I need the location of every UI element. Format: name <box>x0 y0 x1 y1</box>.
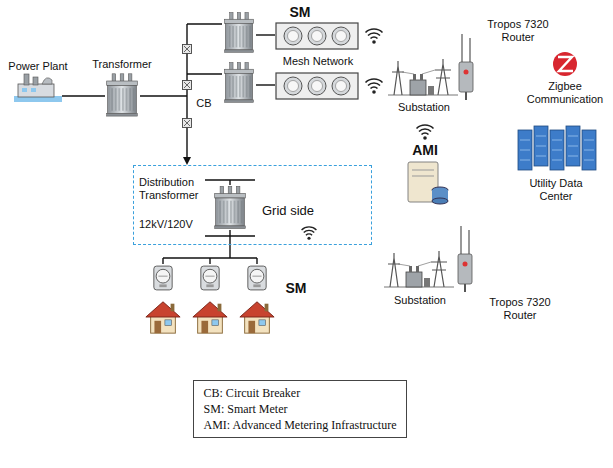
wifi-icon <box>417 125 434 140</box>
abbreviation-box: CB: Circuit BreakerSM: Smart MeterAMI: A… <box>193 380 408 438</box>
meter-panel <box>276 23 358 49</box>
icon-label: Power Plant <box>8 60 67 73</box>
transformer-icon <box>225 12 254 52</box>
circuit-breaker <box>183 81 192 90</box>
data-center-icon <box>516 126 596 172</box>
circuit-breaker <box>183 119 192 128</box>
house-icon <box>240 302 274 333</box>
icon-label: Transformer <box>92 58 152 71</box>
wifi-icon <box>366 29 383 44</box>
icon-label: Utility Data Center <box>516 177 596 203</box>
icon-label: Tropos 7320 Router <box>479 18 557 44</box>
main-transformer <box>107 74 138 116</box>
router-icon <box>458 226 472 292</box>
abbreviation-entry: SM: Smart Meter <box>204 401 397 417</box>
group-label: SM <box>290 4 311 21</box>
rating-label: 12kV/120V <box>139 218 193 231</box>
wifi-icon <box>366 79 383 94</box>
icon-label: Tropos 7320 Router <box>481 296 559 322</box>
grid-side-region: Distribution Transformer 12kV/120V Grid si… <box>133 165 372 245</box>
zigbee-logo <box>553 52 577 76</box>
power-plant-icon <box>14 74 62 102</box>
substation-icon <box>388 59 458 95</box>
router-icon <box>459 34 473 100</box>
meter-panel <box>276 73 358 99</box>
icon-label: Zigbee Communication <box>522 80 608 106</box>
wifi-icon <box>302 227 317 240</box>
icon-label: Substation <box>398 101 450 114</box>
network-label: Mesh Network <box>283 55 353 68</box>
substation-icon <box>384 251 454 287</box>
group-label: SM <box>286 280 307 297</box>
smart-meter <box>154 266 172 290</box>
abbreviation-entry: AMI: Advanced Metering Infrastructure <box>204 417 397 433</box>
house-icon <box>193 302 227 333</box>
ami-server-icon <box>408 162 448 204</box>
house-icon <box>146 302 180 333</box>
circuit-breaker <box>183 45 192 54</box>
power-lines <box>62 24 275 264</box>
system-label: AMI <box>412 142 438 159</box>
component-label: Distribution Transformer <box>139 176 219 202</box>
transformer-icon <box>225 62 254 102</box>
region-label: Grid side <box>262 203 314 218</box>
smart-meter <box>248 266 266 290</box>
abbreviation-label: CB <box>196 97 211 110</box>
icon-label: Substation <box>394 294 446 307</box>
distribution-transformer-icon <box>215 186 246 228</box>
smart-meter <box>201 266 219 290</box>
abbreviation-entry: CB: Circuit Breaker <box>204 385 397 401</box>
